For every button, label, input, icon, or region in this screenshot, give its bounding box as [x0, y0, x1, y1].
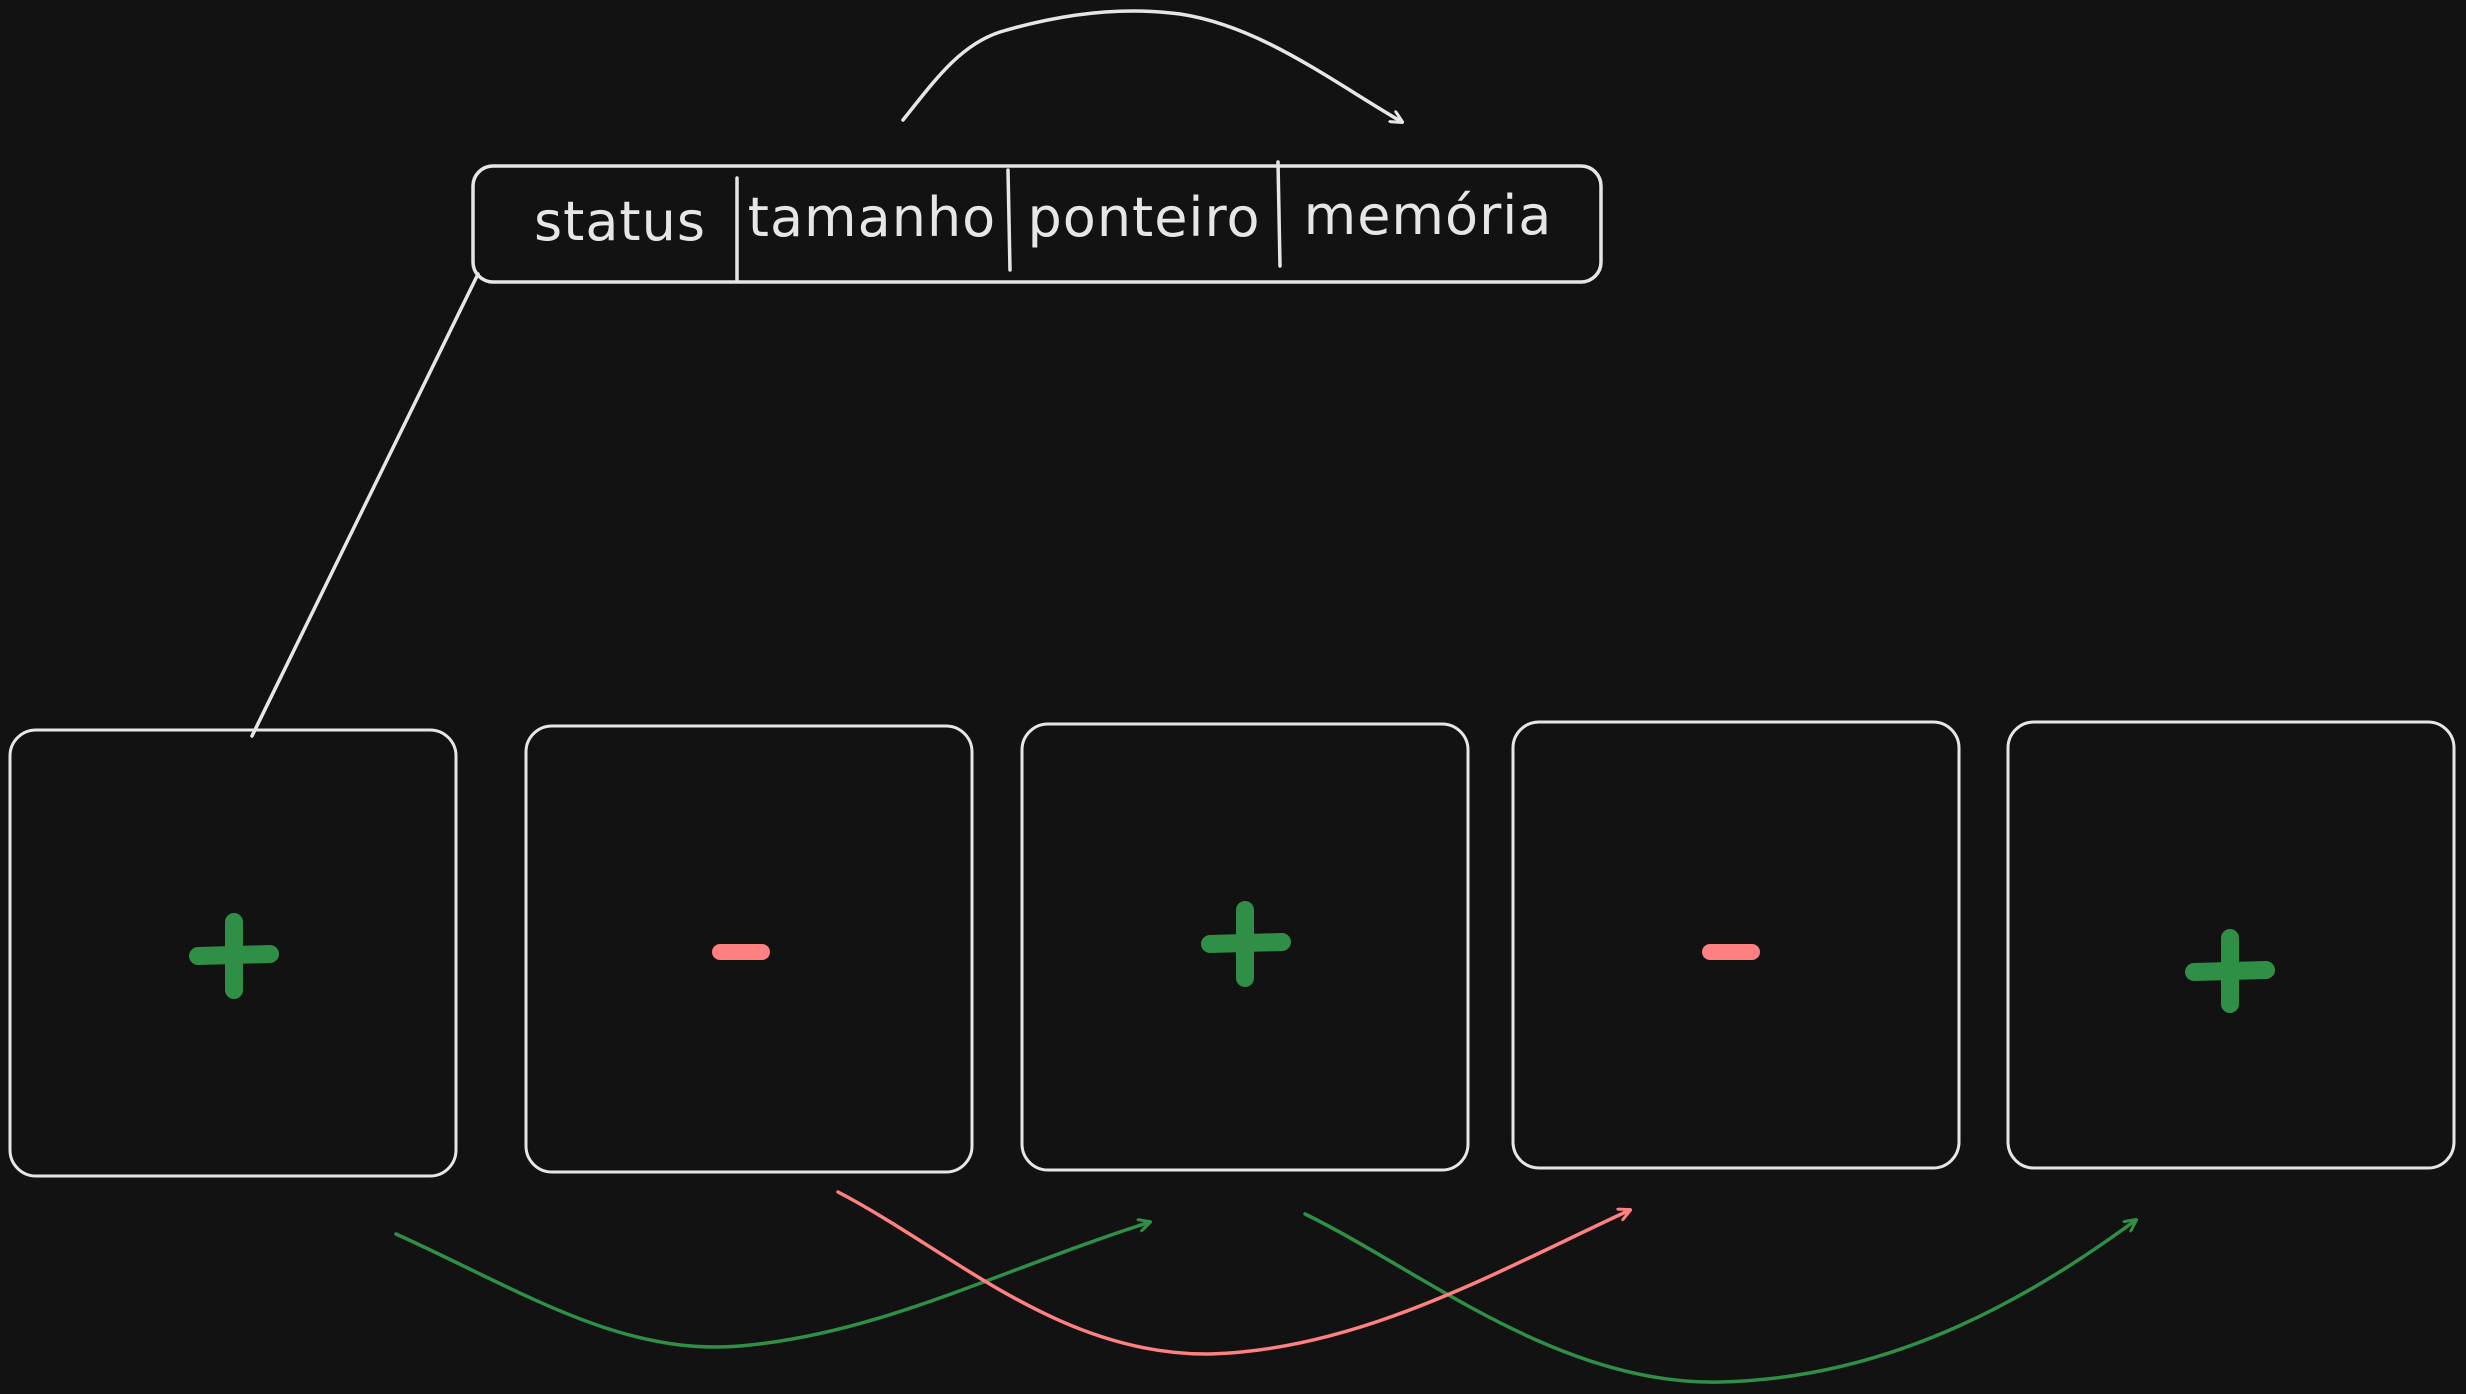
- field-tamanho-label: tamanho: [748, 186, 996, 249]
- free-link-arrow-1: [394, 1222, 1150, 1349]
- block-box: [2006, 720, 2456, 1170]
- plus-icon: [1201, 901, 1291, 987]
- memory-block-4: [1511, 720, 1961, 1170]
- field-ponteiro-label: ponteiro: [1028, 186, 1261, 249]
- header-divider-2: [1006, 168, 1012, 272]
- block-box: [524, 724, 974, 1174]
- memory-block-5: [2006, 720, 2456, 1170]
- memory-block-3: [1020, 722, 1470, 1172]
- memory-block-2: [524, 724, 974, 1174]
- header-divider-3: [1276, 160, 1282, 268]
- free-link-arrow-2: [1303, 1212, 2136, 1384]
- block-header-record: status tamanho ponteiro memória: [471, 160, 1603, 284]
- plus-icon: [2185, 929, 2275, 1013]
- block-box: [8, 728, 458, 1178]
- used-link-arrow: [836, 1190, 1630, 1356]
- plus-icon: [189, 913, 279, 999]
- pointer-to-memory-arrow: [901, 9, 1402, 122]
- header-box: [471, 164, 1603, 284]
- field-status-label: status: [534, 190, 706, 253]
- header-to-block-connector: [250, 272, 480, 738]
- block-box: [1511, 720, 1961, 1170]
- block-box: [1020, 722, 1470, 1172]
- field-memoria-label: memória: [1304, 184, 1553, 247]
- memory-block-1: [8, 728, 458, 1178]
